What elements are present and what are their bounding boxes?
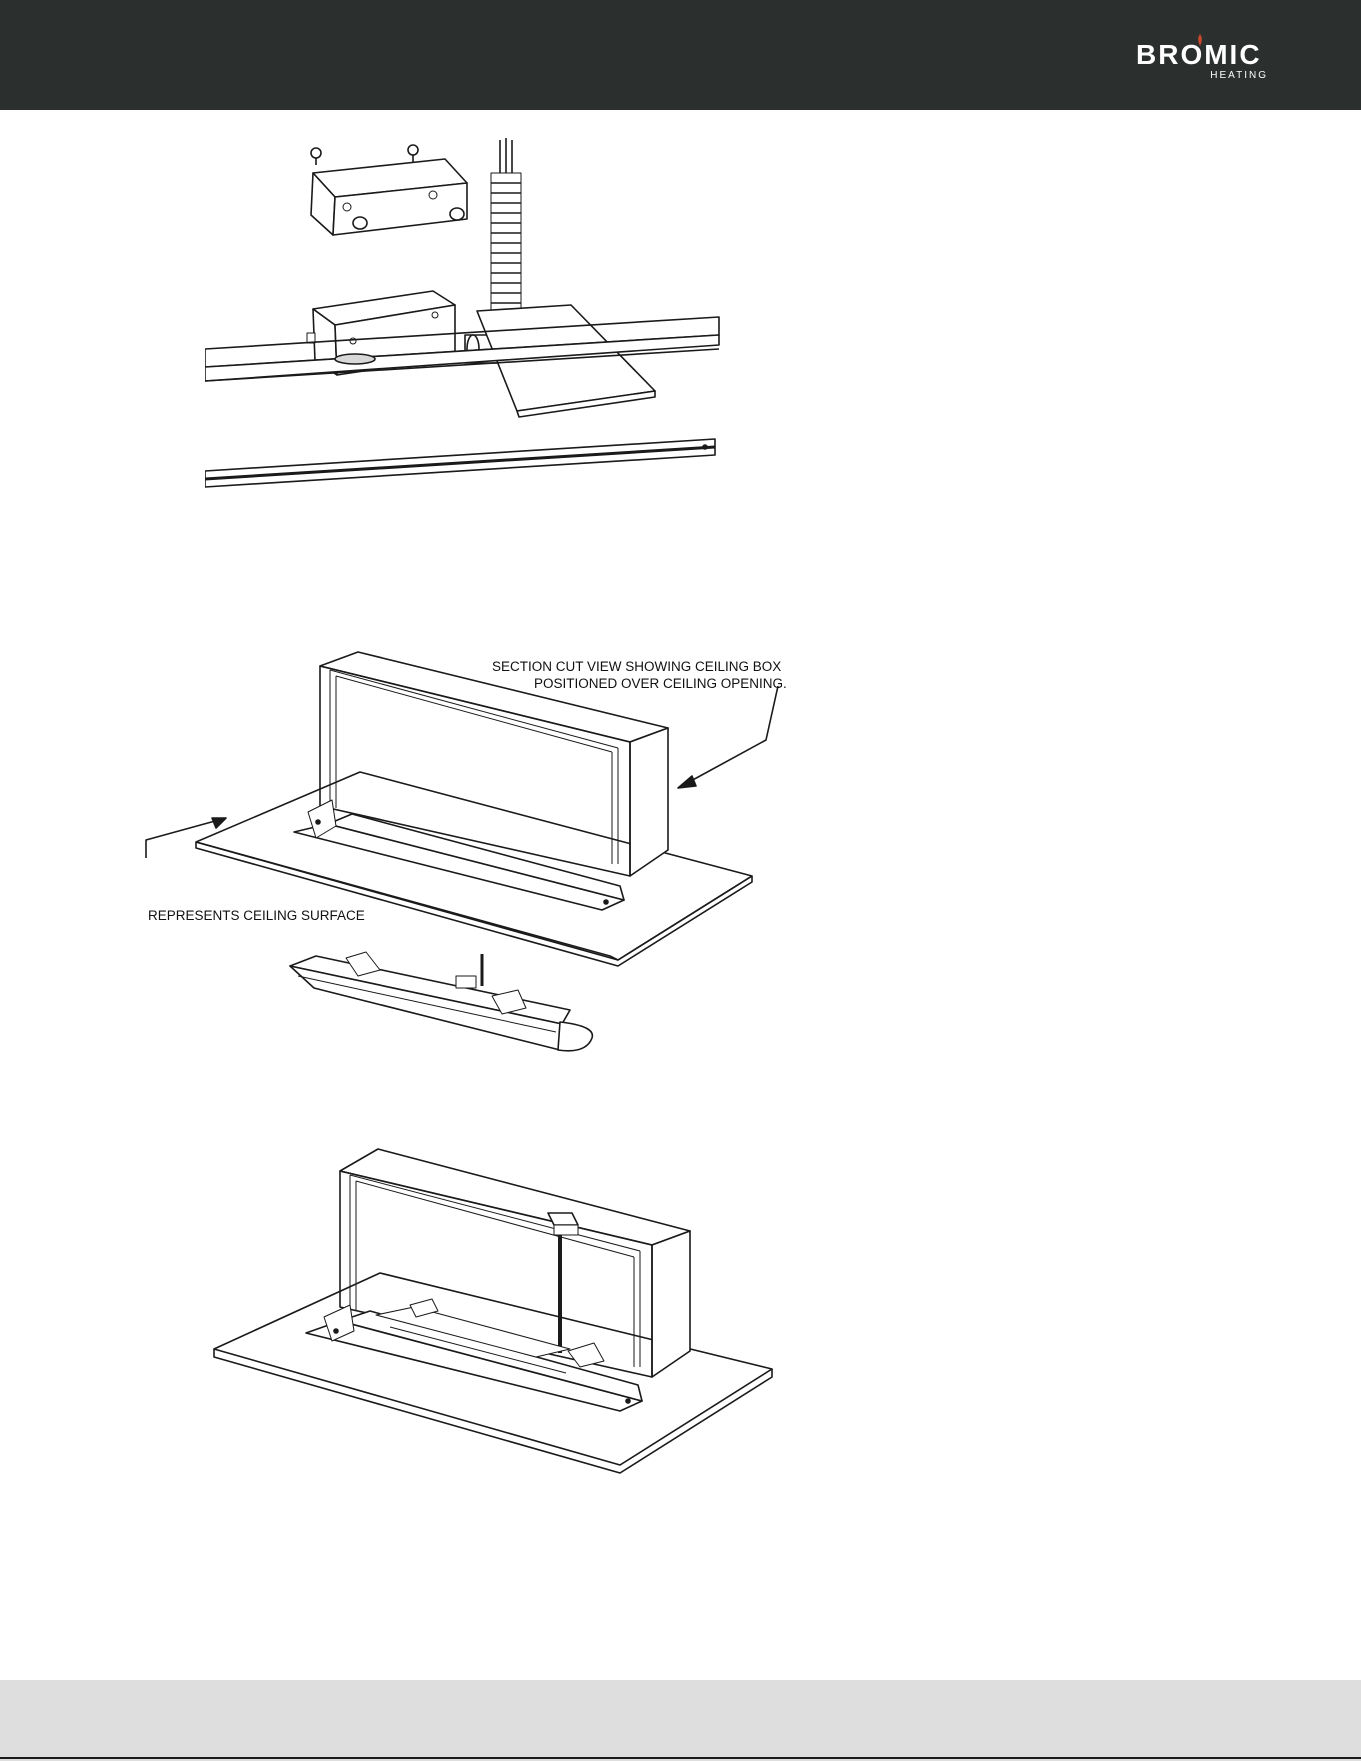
callout-section-cut-line2: POSITIONED OVER CEILING OPENING. (534, 675, 787, 692)
heater-unit (290, 952, 592, 1051)
ceiling-box-section-diagram: SECTION CUT VIEW SHOWING CEILING BOX POS… (130, 640, 830, 1080)
callout-arrowhead-bottom (212, 818, 226, 828)
mounting-bracket (311, 159, 467, 235)
footer-rule (0, 1757, 1361, 1759)
screw-icon (408, 145, 418, 162)
callout-leader-top (678, 686, 778, 788)
junction-box-diagram (205, 135, 725, 555)
screw-icon (311, 148, 321, 165)
junction-box (548, 1213, 578, 1235)
installed-heater-diagram (210, 1145, 780, 1480)
lower-rail (205, 439, 715, 487)
flame-icon (1196, 34, 1204, 46)
callout-ceiling-surface: REPRESENTS CEILING SURFACE (148, 907, 365, 924)
ceiling-box-drawing (130, 640, 830, 1080)
brand-logo: BROMIC HEATING (1136, 40, 1276, 84)
header-bar: BROMIC HEATING (0, 0, 1361, 110)
footer-bar (0, 1680, 1361, 1761)
heater-rail (205, 317, 719, 381)
callout-section-cut: SECTION CUT VIEW SHOWING CEILING BOX (492, 658, 781, 675)
callout-arrowhead-top (678, 776, 696, 788)
brand-subtitle: HEATING (1210, 70, 1268, 82)
